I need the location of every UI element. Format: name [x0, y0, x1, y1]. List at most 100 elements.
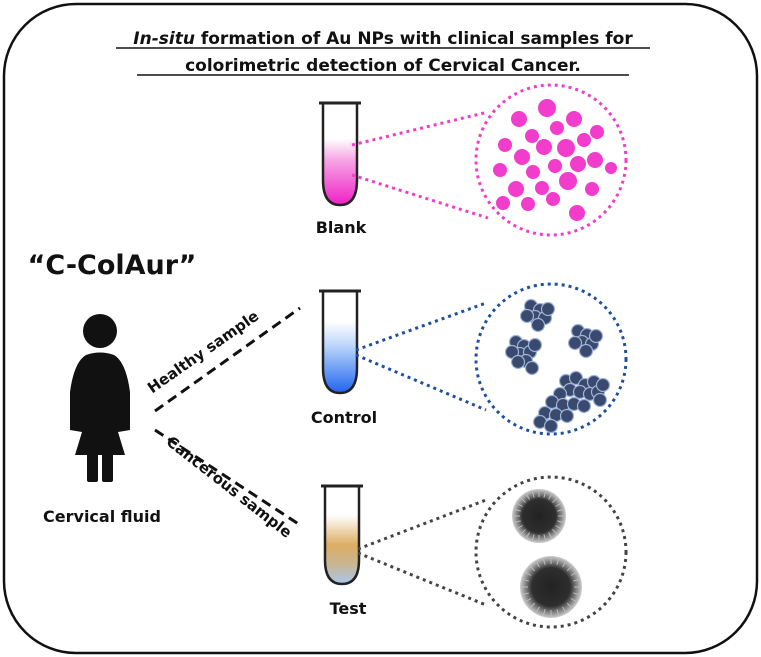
- particle-spike: [570, 572, 577, 576]
- title-line-2: colorimetric detection of Cervical Cance…: [185, 56, 581, 76]
- nanoparticle: [546, 192, 560, 206]
- nanoparticle: [508, 181, 524, 197]
- nanoparticle: [525, 129, 539, 143]
- control-label: Control: [311, 408, 377, 427]
- aggregate-particle: [592, 392, 608, 408]
- particle-spike: [556, 609, 559, 616]
- particle-spike: [548, 532, 552, 538]
- particle-spike: [548, 494, 552, 500]
- aggregate-particle: [559, 408, 575, 424]
- blank-zoom-line-bottom: [351, 173, 489, 220]
- nanoparticle: [548, 159, 562, 173]
- particle-spike: [532, 491, 535, 498]
- particle-spike: [520, 497, 526, 503]
- test-label: Test: [330, 599, 367, 618]
- nanoparticle: [536, 139, 552, 155]
- particle-spike: [543, 558, 546, 565]
- nanoparticle: [550, 121, 564, 135]
- aggregate-particle: [588, 328, 604, 344]
- particle-spike: [530, 602, 536, 608]
- blank-tube: [319, 101, 361, 207]
- aggregate-particle: [530, 317, 546, 333]
- control-aggregates: [504, 298, 611, 434]
- particle-spike: [552, 497, 558, 503]
- nanoparticle: [535, 181, 549, 195]
- particle-spike: [543, 609, 546, 616]
- nanoparticle: [569, 205, 585, 221]
- particle-spike: [536, 606, 540, 613]
- blank-zoom-line-top: [351, 110, 489, 147]
- aggregate-particle: [567, 335, 583, 351]
- particle-spike: [517, 525, 523, 529]
- nanoparticle: [566, 111, 582, 127]
- particle-spike: [573, 579, 580, 582]
- aggregate-particle: [527, 337, 543, 353]
- particle-spike: [536, 561, 540, 568]
- nanoparticle: [605, 162, 617, 174]
- test-tube: [321, 484, 363, 586]
- nanoparticle: [493, 163, 507, 177]
- large-particle: [520, 556, 582, 618]
- particle-spike: [570, 598, 577, 602]
- particle-spike: [517, 503, 523, 507]
- nanoparticle: [521, 197, 535, 211]
- particle-spike: [526, 532, 530, 538]
- particle-spike: [522, 579, 529, 582]
- particle-spike: [562, 606, 566, 613]
- particle-spike: [514, 509, 521, 512]
- cancerous-branch-line: [154, 428, 301, 527]
- nanoparticle: [590, 125, 604, 139]
- nanoparticle: [559, 172, 577, 190]
- particle-spike: [522, 592, 529, 595]
- particle-spike: [562, 561, 566, 568]
- nanoparticle: [496, 196, 510, 210]
- particle-spike: [520, 529, 526, 535]
- particle-spike: [566, 602, 572, 608]
- nanoparticle: [514, 149, 530, 165]
- test-zoom-line-bottom: [357, 551, 487, 607]
- blank-label: Blank: [316, 218, 367, 237]
- nanoparticle: [538, 99, 556, 117]
- aggregate-particle: [540, 301, 556, 317]
- particle-spike: [555, 503, 561, 507]
- particle-spike: [532, 534, 535, 541]
- healthy-branch-line: [154, 306, 301, 413]
- particle-spike: [566, 566, 572, 572]
- nanoparticle: [570, 156, 586, 172]
- particle-spike: [525, 598, 532, 602]
- aggregate-particle: [524, 360, 540, 376]
- control-zoom-line-top: [355, 301, 487, 352]
- control-zoom-line-bottom: [355, 353, 487, 412]
- aggregate-particle: [595, 377, 611, 393]
- aggregate-particle: [576, 398, 592, 414]
- nanoparticle: [498, 138, 512, 152]
- blank-nanoparticles: [493, 99, 617, 221]
- particle-spike: [556, 558, 559, 565]
- nanoparticle: [557, 139, 575, 157]
- nanoparticle: [526, 165, 540, 179]
- aggregate-particle: [519, 308, 535, 324]
- particle-spike: [555, 525, 561, 529]
- control-tube: [319, 289, 361, 395]
- subject-label: Cervical fluid: [43, 507, 161, 526]
- particle-spike: [543, 491, 546, 498]
- particle-spike: [514, 520, 521, 523]
- title-line-1: In-situ formation of Au NPs with clinica…: [133, 29, 633, 49]
- nanoparticle: [587, 152, 603, 168]
- aggregate-particle: [543, 418, 559, 434]
- particle-spike: [557, 520, 564, 523]
- particle-spike: [543, 534, 546, 541]
- test-large-particles: [512, 489, 582, 618]
- aggregate-particle: [510, 354, 526, 370]
- person-icon: [70, 314, 130, 482]
- particle-spike: [530, 566, 536, 572]
- nanoparticle: [511, 111, 527, 127]
- particle-spike: [525, 572, 532, 576]
- large-particle: [512, 489, 566, 543]
- aggregate-particle: [578, 343, 594, 359]
- brand-name: “C-ColAur”: [28, 250, 197, 281]
- particle-spike: [557, 509, 564, 512]
- particle-spike: [552, 529, 558, 535]
